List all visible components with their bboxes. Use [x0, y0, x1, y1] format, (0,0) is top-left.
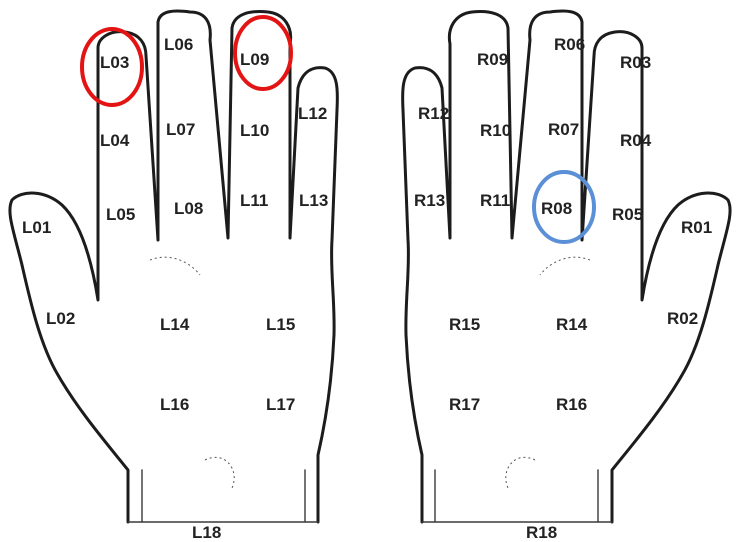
zone-label-L18: L18 [192, 523, 221, 542]
zone-label-L17: L17 [266, 395, 295, 414]
zone-label-R10: R10 [480, 121, 511, 140]
zone-label-L07: L07 [166, 120, 195, 139]
zone-label-R11: R11 [480, 191, 510, 210]
zone-label-R06: R06 [554, 35, 585, 54]
zone-label-R18: R18 [526, 523, 557, 542]
zone-label-R05: R05 [612, 205, 643, 224]
zone-label-L10: L10 [240, 121, 269, 140]
zone-label-L03: L03 [100, 53, 129, 72]
zone-label-L05: L05 [106, 205, 135, 224]
zone-label-L02: L02 [46, 309, 75, 328]
zone-label-L08: L08 [174, 199, 203, 218]
zone-label-R03: R03 [620, 53, 651, 72]
zone-label-R15: R15 [449, 315, 480, 334]
zone-label-L14: L14 [160, 315, 190, 334]
zone-label-R16: R16 [556, 395, 587, 414]
zone-label-L13: L13 [299, 191, 328, 210]
zone-label-R09: R09 [477, 50, 508, 69]
right-hand-outline [403, 11, 730, 522]
zone-label-L16: L16 [160, 395, 189, 414]
zone-label-R13: R13 [414, 191, 445, 210]
zone-label-L04: L04 [100, 131, 130, 150]
zone-label-R17: R17 [449, 395, 480, 414]
zone-label-R07: R07 [548, 120, 579, 139]
zone-label-L01: L01 [22, 218, 51, 237]
zone-label-R02: R02 [667, 309, 698, 328]
zone-label-R04: R04 [620, 131, 652, 150]
left-hand-outline [10, 11, 337, 522]
zone-label-R08: R08 [541, 199, 572, 218]
zone-label-L06: L06 [164, 35, 193, 54]
zone-label-L09: L09 [240, 50, 269, 69]
zone-label-R12: R12 [418, 104, 449, 123]
zone-label-R01: R01 [681, 218, 712, 237]
zone-label-L15: L15 [266, 315, 295, 334]
zone-label-L11: L11 [240, 191, 268, 210]
zone-label-R14: R14 [556, 315, 588, 334]
zone-label-L12: L12 [298, 104, 327, 123]
